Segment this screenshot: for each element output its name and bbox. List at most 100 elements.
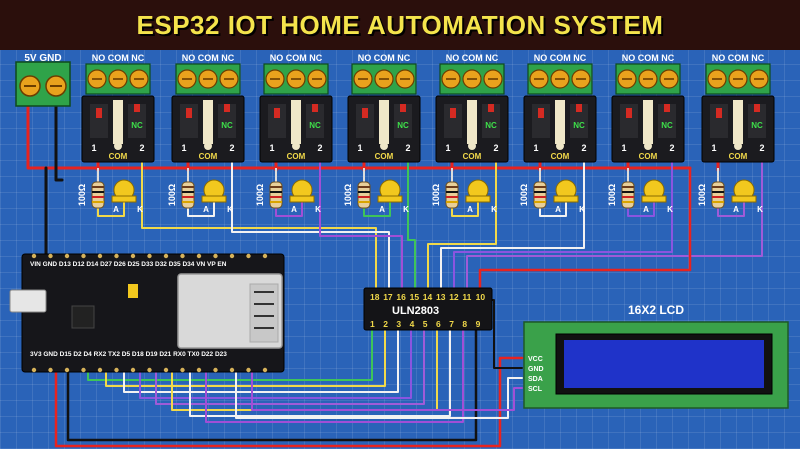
led-anode-label: A	[203, 205, 209, 214]
uln-bottom-pin-4: 4	[410, 319, 415, 329]
relay-pin1-label: 1	[445, 143, 450, 153]
uln-top-pin-13: 13	[436, 292, 446, 302]
esp-to-uln-wire-3	[123, 329, 399, 393]
esp-to-uln-wire-1	[87, 329, 373, 381]
relay-pin1-label: 1	[533, 143, 538, 153]
esp32-top-header-pin	[64, 253, 70, 259]
resistor-band	[358, 201, 370, 203]
uln-bottom-pin-5: 5	[423, 319, 428, 329]
led-cathode-label: K	[315, 205, 321, 214]
uln-bottom-pin-2: 2	[383, 319, 388, 329]
relay-no-marker	[362, 108, 368, 118]
relay-com-pin	[204, 142, 212, 150]
lcd-title: 16X2 LCD	[628, 303, 684, 317]
esp32-bottom-header-pin	[81, 367, 86, 373]
relay-coil-right	[748, 104, 766, 138]
led-rim	[641, 195, 667, 203]
resistor-band	[712, 191, 724, 193]
relay-com-contact	[555, 100, 565, 144]
resistor-body	[445, 181, 459, 209]
lcd-screen	[564, 340, 764, 388]
led-cathode-label: K	[579, 205, 585, 214]
relay-coil-left	[180, 104, 198, 138]
resistor-band	[446, 186, 458, 188]
esp32-top-header-pin	[180, 253, 185, 259]
uln-top-pin-11: 11	[462, 292, 471, 302]
resistor-band	[270, 196, 282, 198]
esp32-top-header-pin	[229, 253, 235, 259]
resistor-band	[92, 191, 104, 193]
led-cathode-label: K	[757, 205, 763, 214]
relay-terminal-label: NO COM NC	[358, 53, 411, 63]
esp32-bottom-header-pin	[196, 367, 202, 373]
led-anode-label: A	[643, 205, 649, 214]
esp32-bottom-header-pin	[246, 367, 251, 373]
relay-pin1-label: 1	[621, 143, 626, 153]
esp32-bottom-header-pin	[213, 367, 218, 373]
led-anode-label: A	[291, 205, 297, 214]
relay-nc-marker	[576, 104, 582, 112]
resistor-value-label: 100Ω	[343, 184, 353, 206]
led-anode-label: A	[555, 205, 561, 214]
rail-gnd-start	[54, 104, 64, 182]
esp32-top-header-pin	[81, 253, 86, 259]
resistor-band	[446, 191, 458, 193]
relay-signal-wire-6	[440, 149, 585, 289]
relay-coil-right	[482, 104, 500, 138]
relay-pin1-label: 1	[269, 143, 274, 153]
resistor-band	[270, 201, 282, 203]
resistor-value-label: 100Ω	[519, 184, 529, 206]
relay-com-contact	[733, 100, 743, 144]
resistor-band	[92, 201, 104, 203]
relay-coil-left	[444, 104, 462, 138]
esp-vcc-to-lcd	[54, 356, 524, 448]
resistor-band	[358, 191, 370, 193]
relay-signal-wire-5	[427, 149, 497, 289]
relay-com-label: COM	[287, 152, 306, 161]
lcd-pin-gnd: GND	[528, 366, 544, 373]
relay-terminal-label: NO COM NC	[92, 53, 145, 63]
relay-com-contact	[467, 100, 477, 144]
led-rim	[553, 195, 579, 203]
esp32-bottom-header-pin	[229, 367, 235, 373]
relay-coil-left	[532, 104, 550, 138]
relay-coil-right	[306, 104, 324, 138]
led-loop-wire-2	[187, 201, 215, 217]
title-banner: ESP32 IOT HOME AUTOMATION SYSTEM	[0, 0, 800, 50]
esp-gnd-return	[66, 328, 478, 442]
relay-nc-text: NC	[661, 121, 673, 130]
relay-nc-text: NC	[573, 121, 585, 130]
esp-to-uln-wire-8	[205, 329, 464, 423]
esp32-bottom-header-pin	[31, 367, 37, 373]
relay-pin2-label: 2	[759, 143, 764, 153]
lcd-pin-sda: SDA	[528, 376, 543, 383]
relay-com-label: COM	[729, 152, 748, 161]
uln-bottom-pin-1: 1	[370, 319, 375, 329]
resistor-band	[446, 201, 458, 203]
relay-nc-marker	[664, 104, 670, 112]
relay-com-pin	[292, 142, 300, 150]
relay-terminal-label: NO COM NC	[270, 53, 323, 63]
relay-com-pin	[556, 142, 564, 150]
esp32-top-header-pin	[262, 253, 268, 259]
esp32-top-header-pin	[48, 253, 53, 259]
led-rim	[201, 195, 227, 203]
esp32-board: VIN GND D13 D12 D14 D27 D26 D25 D33 D32 …	[9, 253, 285, 373]
esp32-top-header-pin	[213, 253, 218, 259]
relay-coil-right	[394, 104, 412, 138]
led-anode-label: A	[113, 205, 119, 214]
esp-to-uln-wire-5	[155, 329, 425, 405]
page-title: ESP32 IOT HOME AUTOMATION SYSTEM	[136, 9, 664, 40]
relay-signal-wire-4	[407, 149, 416, 289]
relay-pin1-label: 1	[711, 143, 716, 153]
esp-sda-wire	[235, 369, 523, 419]
uln-top-pin-10: 10	[476, 292, 486, 302]
relay-coil-left	[268, 104, 286, 138]
resistor-band	[270, 191, 282, 193]
